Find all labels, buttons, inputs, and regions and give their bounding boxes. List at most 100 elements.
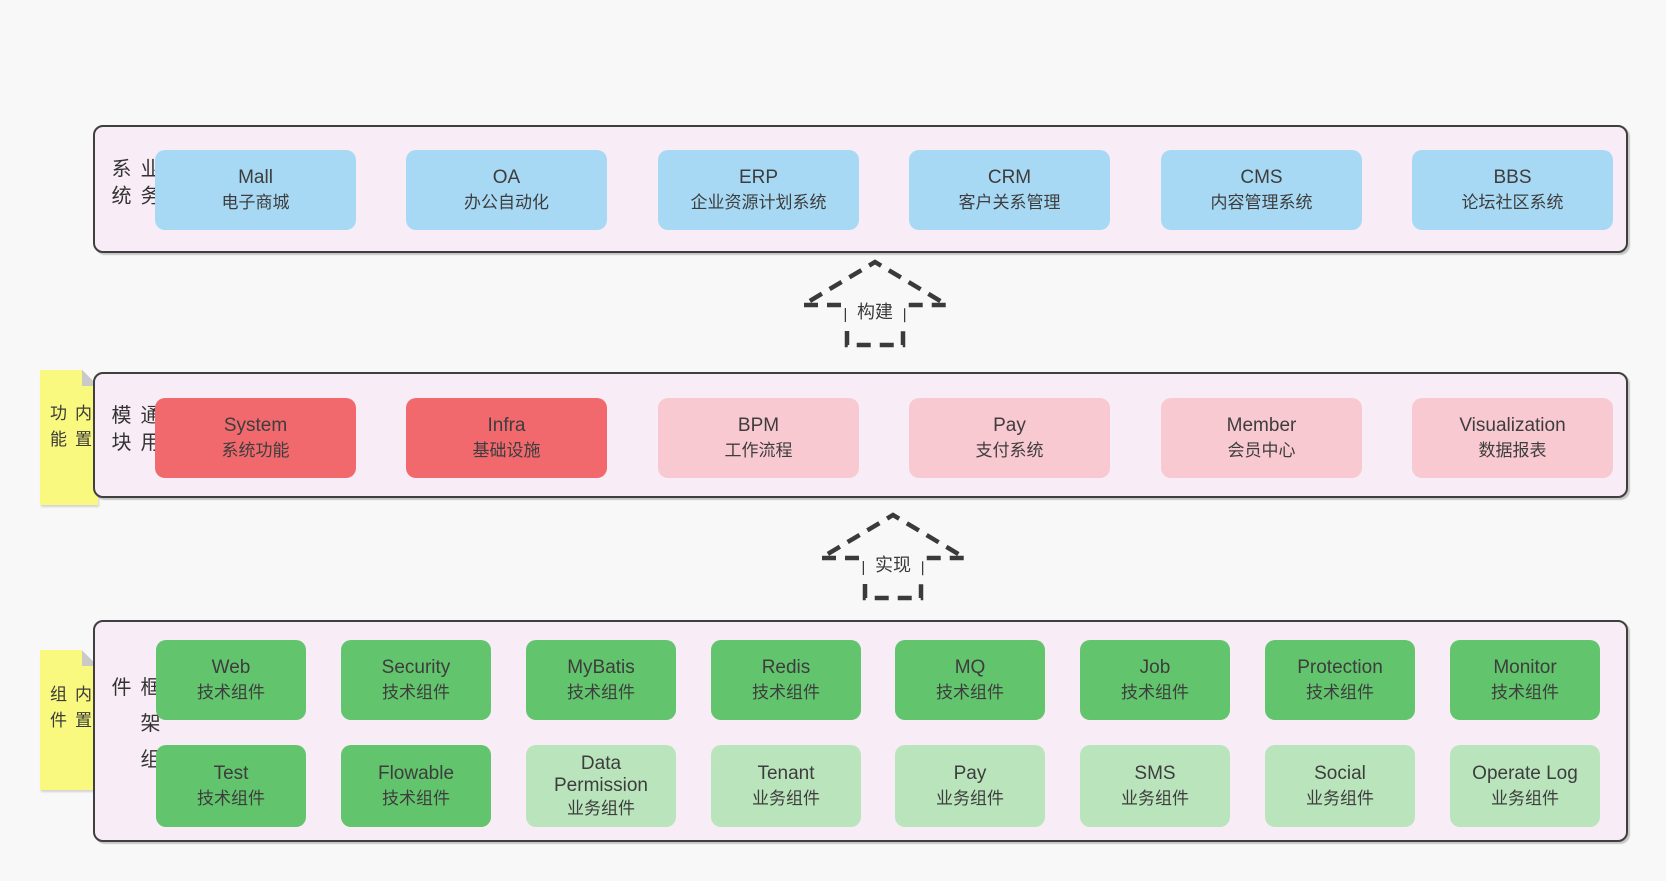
box-subtitle: 工作流程 [724, 441, 793, 461]
box-title: CRM [987, 166, 1032, 188]
box-subtitle: 电子商城 [221, 193, 290, 213]
box-operate-log: Operate Log 业务组件 [1450, 745, 1600, 827]
box-subtitle: 基础设施 [472, 441, 541, 461]
panel-business-systems: 业务系统 Mall 电子商城 OA 办公自动化 ERP 企业资源计划系统 CRM… [93, 125, 1628, 253]
box-title: Data Permission [554, 753, 648, 797]
box-subtitle: 业务组件 [567, 799, 635, 819]
box-title: SMS [1134, 762, 1176, 784]
arrow-label-background [864, 548, 922, 580]
arrow-implement-outline [812, 512, 974, 601]
box-title: MQ [954, 656, 986, 678]
box-subtitle: 业务组件 [752, 789, 820, 809]
box-infra: Infra 基础设施 [406, 398, 607, 478]
sticky-builtin-components-label: 内置组件 [47, 685, 91, 737]
box-sms: SMS 业务组件 [1080, 745, 1230, 827]
box-oa: OA 办公自动化 [406, 150, 607, 230]
sticky-builtin-features: 内置功能 [40, 370, 98, 505]
box-title: Infra [487, 414, 526, 436]
box-title: OA [492, 166, 521, 188]
panel-components-label: 框架组件 [108, 676, 159, 785]
box-title: CMS [1240, 166, 1283, 188]
box-redis: Redis 技术组件 [711, 640, 861, 720]
box-subtitle: 企业资源计划系统 [690, 193, 827, 213]
box-bpm: BPM 工作流程 [658, 398, 859, 478]
arrow-implement: 实现 [812, 512, 974, 601]
arrow-build: 构建 [794, 259, 956, 348]
box-security: Security 技术组件 [341, 640, 491, 720]
box-data-permission: Data Permission 业务组件 [526, 745, 676, 827]
box-subtitle: 技术组件 [197, 789, 265, 809]
box-title: Test [213, 762, 249, 784]
box-web: Web 技术组件 [156, 640, 306, 720]
box-test: Test 技术组件 [156, 745, 306, 827]
box-monitor: Monitor 技术组件 [1450, 640, 1600, 720]
box-title: System [223, 414, 288, 436]
box-title: Pay [993, 414, 1026, 436]
box-protection: Protection 技术组件 [1265, 640, 1415, 720]
box-subtitle: 技术组件 [752, 683, 820, 703]
box-mybatis: MyBatis 技术组件 [526, 640, 676, 720]
box-title: Monitor [1493, 656, 1557, 678]
arrow-implement-label: 实现 [875, 555, 911, 575]
box-subtitle: 办公自动化 [464, 193, 549, 213]
box-system: System 系统功能 [155, 398, 356, 478]
box-title: BPM [737, 414, 780, 436]
box-title: Web [211, 656, 251, 678]
box-title: Security [381, 656, 451, 678]
panel-common-modules: 通用模块 System 系统功能 Infra 基础设施 BPM 工作流程 Pay… [93, 372, 1628, 498]
box-title: Mall [238, 166, 273, 188]
box-subtitle: 技术组件 [1306, 683, 1374, 703]
box-subtitle: 业务组件 [1121, 789, 1189, 809]
box-cms: CMS 内容管理系统 [1161, 150, 1362, 230]
box-title: Operate Log [1472, 762, 1578, 784]
box-subtitle: 技术组件 [382, 683, 450, 703]
box-title: Social [1314, 762, 1366, 784]
panel-framework-components: 框架组件 Web 技术组件 Security 技术组件 MyBatis 技术组件… [93, 620, 1628, 842]
box-subtitle: 系统功能 [221, 441, 290, 461]
box-subtitle: 支付系统 [975, 441, 1044, 461]
box-title: Pay [953, 762, 987, 784]
box-mq: MQ 技术组件 [895, 640, 1045, 720]
box-title: Job [1139, 656, 1171, 678]
box-crm: CRM 客户关系管理 [909, 150, 1110, 230]
box-tenant: Tenant 业务组件 [711, 745, 861, 827]
box-subtitle: 技术组件 [936, 683, 1004, 703]
box-mall: Mall 电子商城 [155, 150, 356, 230]
box-title: Visualization [1459, 414, 1566, 436]
box-subtitle: 数据报表 [1478, 441, 1547, 461]
sticky-builtin-components: 内置组件 [40, 650, 98, 790]
box-subtitle: 会员中心 [1227, 441, 1296, 461]
arrow-build-label: 构建 [857, 302, 893, 322]
box-job: Job 技术组件 [1080, 640, 1230, 720]
box-member: Member 会员中心 [1161, 398, 1362, 478]
box-subtitle: 技术组件 [197, 683, 265, 703]
box-title: BBS [1493, 166, 1532, 188]
box-title: Member [1226, 414, 1297, 436]
box-subtitle: 技术组件 [567, 683, 635, 703]
box-erp: ERP 企业资源计划系统 [658, 150, 859, 230]
box-bbs: BBS 论坛社区系统 [1412, 150, 1613, 230]
box-title: Protection [1297, 656, 1383, 678]
box-subtitle: 技术组件 [1121, 683, 1189, 703]
box-subtitle: 业务组件 [1306, 789, 1374, 809]
panel-modules-label: 通用模块 [108, 404, 159, 459]
box-pay: Pay 支付系统 [909, 398, 1110, 478]
panel-business-label: 业务系统 [108, 158, 159, 212]
arrow-label-background [846, 295, 904, 327]
box-subtitle: 技术组件 [382, 789, 450, 809]
box-subtitle: 论坛社区系统 [1461, 193, 1564, 213]
box-visualization: Visualization 数据报表 [1412, 398, 1613, 478]
box-subtitle: 客户关系管理 [958, 193, 1061, 213]
box-title: Redis [761, 656, 811, 678]
box-subtitle: 内容管理系统 [1210, 193, 1313, 213]
box-subtitle: 业务组件 [936, 789, 1004, 809]
box-title: ERP [738, 166, 779, 188]
sticky-builtin-features-label: 内置功能 [47, 403, 91, 456]
box-pay-biz: Pay 业务组件 [895, 745, 1045, 827]
box-flowable: Flowable 技术组件 [341, 745, 491, 827]
box-subtitle: 技术组件 [1491, 683, 1559, 703]
box-title: MyBatis [567, 656, 635, 678]
box-social: Social 业务组件 [1265, 745, 1415, 827]
box-title: Tenant [757, 762, 815, 784]
